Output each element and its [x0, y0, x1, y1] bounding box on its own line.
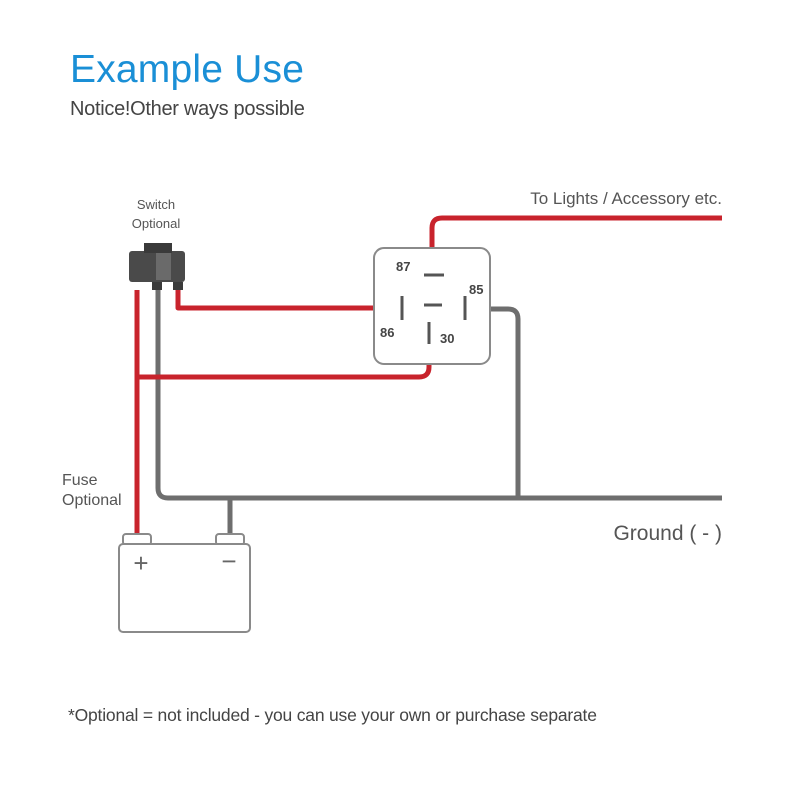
relay: 87 85 86 30	[373, 247, 491, 365]
battery-minus-symbol: −	[221, 546, 236, 576]
wire-to-30	[137, 340, 432, 380]
ground-wire-relay-85	[468, 306, 521, 498]
switch-label-line2: Optional	[132, 216, 181, 231]
lights-label: To Lights / Accessory etc.	[530, 189, 722, 208]
battery-body	[118, 543, 251, 633]
switch-pin-right	[173, 282, 183, 290]
relay-pin-85-label: 85	[469, 282, 483, 297]
relay-pin-86-label: 86	[380, 325, 394, 340]
fuse-label-line1: Fuse	[62, 472, 98, 489]
page-subtitle: Notice!Other ways possible	[70, 98, 305, 120]
relay-pin-30-label: 30	[440, 331, 454, 346]
switch-rocker	[144, 243, 172, 253]
page-title: Example Use	[70, 48, 305, 91]
positive-wires	[134, 215, 722, 540]
switch-label-line1: Switch	[137, 197, 175, 212]
fuse-label-line2: Optional	[62, 492, 122, 509]
ground-wire-main	[155, 290, 722, 501]
footnote: *Optional = not included - you can use y…	[68, 705, 597, 725]
battery-plus-symbol: +	[133, 548, 148, 578]
wire-switch-to-86	[175, 290, 398, 311]
switch-pin-left	[152, 282, 162, 290]
wire-to-lights	[429, 215, 722, 262]
battery: + −	[118, 533, 251, 633]
ground-label: Ground ( - )	[613, 522, 722, 545]
switch-rocker-highlight	[156, 253, 171, 280]
switch: Switch Optional	[129, 197, 185, 290]
relay-pin-87-label: 87	[396, 259, 410, 274]
